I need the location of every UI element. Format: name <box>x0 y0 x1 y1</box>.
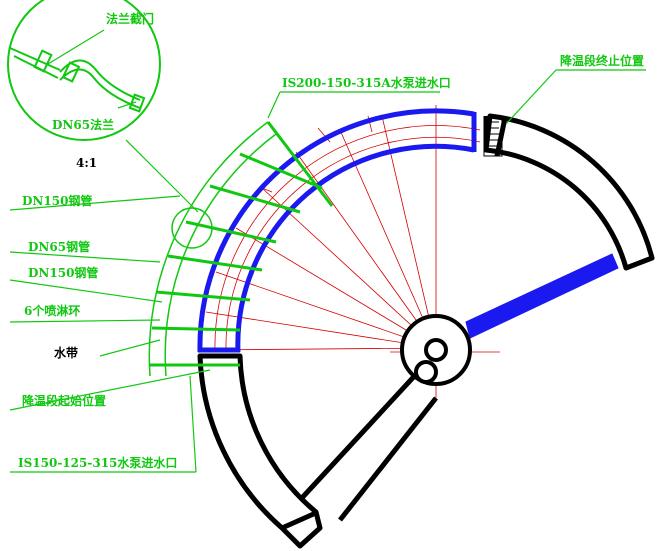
label-cooling-start: 降温段起始位置 <box>22 394 107 408</box>
green-branch-pipes <box>150 121 334 367</box>
label-dn150-pipe-1: DN150钢管 <box>22 194 93 208</box>
leader-lines <box>9 29 646 473</box>
label-pump-inlet-small: IS150-125-315水泵进水口 <box>18 456 178 470</box>
channel-outline-right <box>483 113 655 271</box>
label-dn65-flange: DN65法兰 <box>52 118 115 132</box>
central-hub <box>400 314 472 386</box>
label-dn150-pipe-2: DN150钢管 <box>28 266 99 280</box>
divider-hatch <box>487 121 499 153</box>
channel-divider <box>483 117 503 157</box>
blue-pipe-straight <box>465 253 619 339</box>
label-nozzle-rings: 6个喷淋环 <box>24 304 81 318</box>
label-pump-inlet-large: IS200-150-315A水泵进水口 <box>282 76 451 90</box>
label-dn65-pipe: DN65钢管 <box>28 240 91 254</box>
label-water-belt: 水带 <box>54 346 79 360</box>
channel-outline-lower <box>197 353 438 549</box>
detail-pipe-drawing <box>9 47 146 113</box>
detail-circle <box>7 0 161 141</box>
label-scale: 4:1 <box>76 156 98 170</box>
label-cooling-end: 降温段终止位置 <box>560 54 645 68</box>
label-flange-valve: 法兰截门 <box>106 12 155 26</box>
green-collector-arc <box>148 121 277 377</box>
